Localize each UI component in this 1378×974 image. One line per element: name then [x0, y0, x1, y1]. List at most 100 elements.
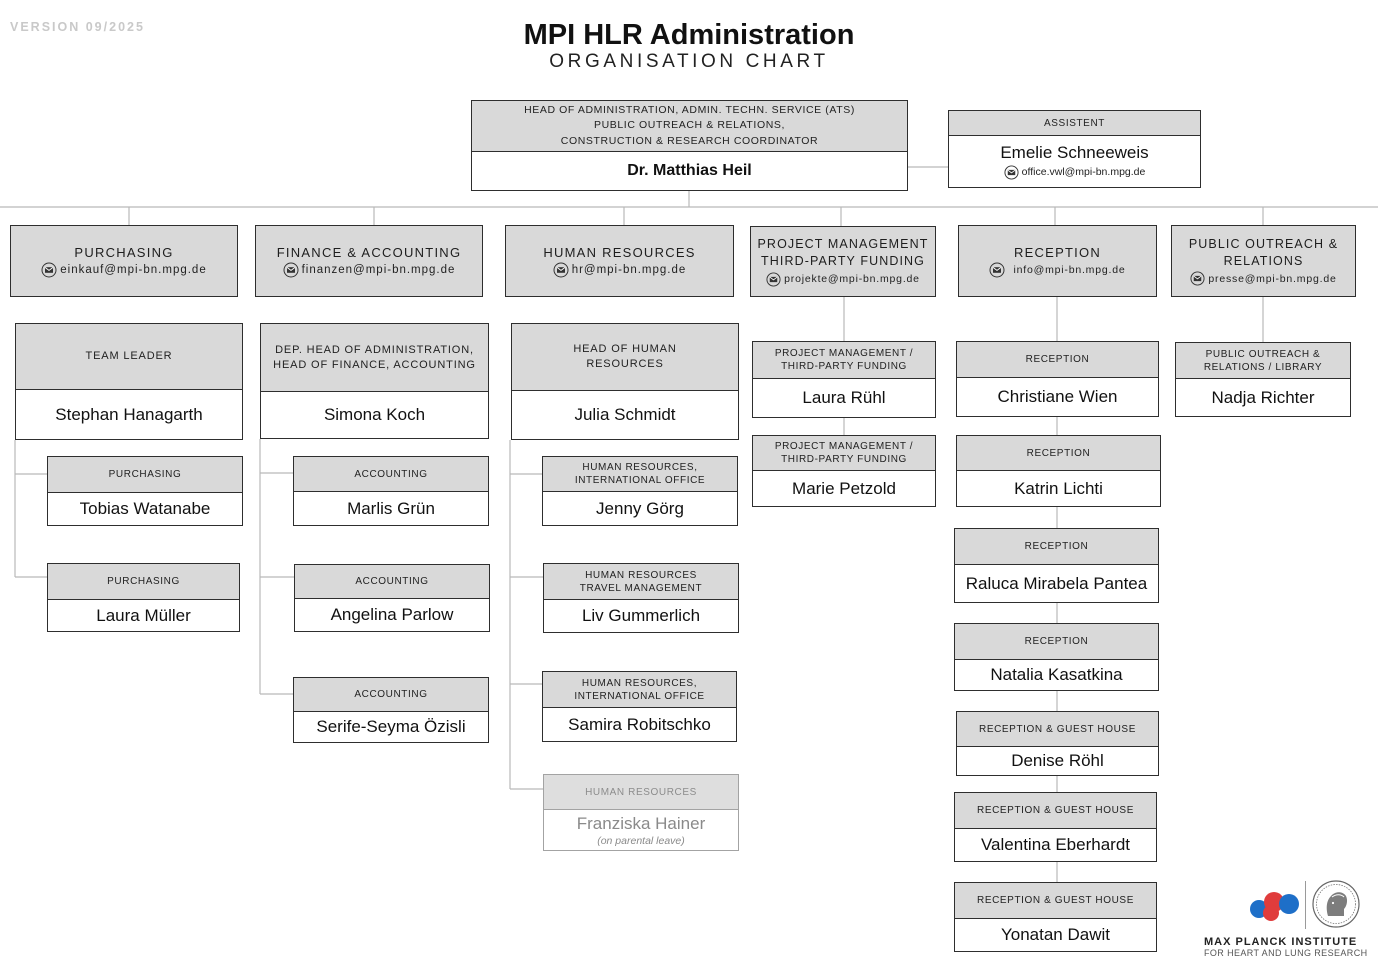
position-box: RECEPTION & GUEST HOUSE Denise Röhl — [956, 711, 1159, 776]
leave-note: (on parental leave) — [597, 834, 685, 847]
position-title-line: DEP. HEAD OF ADMINISTRATION, — [275, 343, 474, 356]
position-title: TEAM LEADER — [16, 324, 242, 390]
position-title-line: THIRD-PARTY FUNDING — [781, 454, 907, 465]
person-name: Natalia Kasatkina — [990, 665, 1123, 684]
person-name: Franziska Hainer — [576, 813, 706, 833]
position-title: RECEPTION — [955, 529, 1158, 565]
max-planck-logo-icon — [1250, 892, 1299, 921]
department-box-finance-accounting: FINANCE & ACCOUNTING finanzen@mpi-bn.mpg… — [255, 225, 483, 297]
position-title: PURCHASING — [48, 564, 239, 600]
position-title-line: PURCHASING — [108, 469, 182, 480]
person-name: Yonatan Dawit — [1000, 925, 1110, 944]
email-row: hr@mpi-bn.mpg.de — [553, 262, 687, 278]
position-title: DEP. HEAD OF ADMINISTRATION, HEAD OF FIN… — [261, 324, 488, 392]
position-title-line: RESOURCES — [586, 358, 664, 370]
position-title-line: PROJECT MANAGEMENT / — [774, 348, 914, 359]
person-name: Marie Petzold — [792, 478, 896, 498]
position-title-line: RECEPTION — [1026, 447, 1091, 459]
person-name: Stephan Hanagarth — [55, 404, 203, 424]
position-box: TEAM LEADER Stephan Hanagarth — [15, 323, 243, 440]
institute-name-line: MAX PLANCK INSTITUTE — [1204, 936, 1358, 948]
institute-name: MAX PLANCK INSTITUTE FOR HEART AND LUNG … — [1204, 936, 1368, 959]
position-title-line: PUBLIC OUTREACH & RELATIONS, — [593, 119, 786, 132]
email-address: projekte@mpi-bn.mpg.de — [784, 273, 920, 285]
email-row: office.vwl@mpi-bn.mpg.de — [1004, 164, 1146, 180]
department-title: PURCHASING — [74, 245, 174, 260]
page-subtitle: ORGANISATION CHART — [549, 51, 829, 72]
position-box: RECEPTION Raluca Mirabela Pantea — [954, 528, 1159, 603]
email-row: finanzen@mpi-bn.mpg.de — [283, 262, 456, 278]
position-title-line: ASSISTENT — [1044, 117, 1105, 129]
position-title-line: HEAD OF HUMAN — [573, 343, 677, 355]
email-address: finanzen@mpi-bn.mpg.de — [301, 264, 456, 276]
position-box: PURCHASING Tobias Watanabe — [47, 456, 243, 526]
department-box-project-management: PROJECT MANAGEMENT THIRD-PARTY FUNDING p… — [750, 226, 936, 297]
position-title: PUBLIC OUTREACH & RELATIONS / LIBRARY — [1176, 343, 1350, 379]
person-name: Jenny Görg — [596, 498, 684, 518]
person-name: Marlis Grün — [347, 498, 435, 518]
department-title: PUBLIC OUTREACH & — [1188, 236, 1339, 251]
logo-divider — [1305, 881, 1306, 929]
email-row: projekte@mpi-bn.mpg.de — [766, 271, 920, 287]
position-box: ACCOUNTING Serife-Seyma Özisli — [293, 677, 489, 743]
envelope-icon — [989, 262, 1005, 278]
person-name: Tobias Watanabe — [79, 499, 211, 518]
position-title: PURCHASING — [48, 457, 242, 493]
head-of-administration-box: HEAD OF ADMINISTRATION, ADMIN. TECHN. SE… — [471, 100, 908, 191]
position-title: RECEPTION — [957, 436, 1160, 471]
position-title-line: HUMAN RESOURCES, — [581, 677, 698, 689]
position-box: RECEPTION Natalia Kasatkina — [954, 623, 1159, 691]
position-title-line: RELATIONS / LIBRARY — [1203, 361, 1323, 373]
position-title-line: CONSTRUCTION & RESEARCH COORDINATOR — [560, 134, 819, 147]
person-name: Julia Schmidt — [574, 405, 676, 424]
position-title-line: ACCOUNTING — [354, 468, 428, 480]
envelope-icon — [1190, 271, 1205, 286]
department-box-purchasing: PURCHASING einkauf@mpi-bn.mpg.de — [10, 225, 238, 297]
position-box: DEP. HEAD OF ADMINISTRATION, HEAD OF FIN… — [260, 323, 489, 439]
email-row: einkauf@mpi-bn.mpg.de — [41, 262, 206, 278]
position-title-line: RECEPTION & GUEST HOUSE — [979, 723, 1136, 735]
position-title: ASSISTENT — [949, 111, 1200, 136]
position-title-line: ACCOUNTING — [354, 689, 428, 700]
version-label: VERSION 09/2025 — [10, 20, 145, 34]
position-title-line: TEAM LEADER — [85, 350, 173, 362]
position-title: HUMAN RESOURCES — [544, 775, 738, 810]
position-title-line: RECEPTION & GUEST HOUSE — [977, 895, 1134, 906]
position-title: RECEPTION — [955, 624, 1158, 660]
position-title: RECEPTION — [957, 342, 1158, 378]
envelope-icon — [283, 262, 299, 278]
envelope-icon — [553, 262, 569, 278]
position-title: HUMAN RESOURCES TRAVEL MANAGEMENT — [544, 564, 738, 600]
position-title: RECEPTION & GUEST HOUSE — [955, 793, 1156, 829]
position-box: RECEPTION & GUEST HOUSE Valentina Eberha… — [954, 792, 1157, 862]
position-title: RECEPTION & GUEST HOUSE — [955, 883, 1156, 919]
email-address: presse@mpi-bn.mpg.de — [1208, 272, 1337, 285]
person-name: Liv Gummerlich — [581, 606, 701, 625]
email-row: info@mpi-bn.mpg.de — [989, 262, 1125, 278]
position-box: HEAD OF HUMAN RESOURCES Julia Schmidt — [511, 323, 739, 440]
person-name: Laura Müller — [96, 605, 191, 625]
position-title-line: THIRD-PARTY FUNDING — [781, 361, 907, 372]
position-title-line: RECEPTION — [1024, 636, 1089, 647]
person-name: Valentina Eberhardt — [980, 835, 1130, 854]
institute-subtitle: FOR HEART AND LUNG RESEARCH — [1204, 948, 1368, 958]
department-title: HUMAN RESOURCES — [543, 245, 696, 260]
position-box: RECEPTION Christiane Wien — [956, 341, 1159, 417]
position-title-line: RECEPTION — [1024, 541, 1089, 552]
position-box: PUBLIC OUTREACH & RELATIONS / LIBRARY Na… — [1175, 342, 1351, 417]
position-box: PROJECT MANAGEMENT / THIRD-PARTY FUNDING… — [752, 341, 936, 418]
position-title-line: HUMAN RESOURCES, — [582, 462, 698, 473]
position-title: ACCOUNTING — [295, 565, 489, 599]
position-title-line: PROJECT MANAGEMENT / — [774, 441, 914, 452]
position-box: PROJECT MANAGEMENT / THIRD-PARTY FUNDING… — [752, 435, 936, 507]
position-title-line: TRAVEL MANAGEMENT — [579, 582, 703, 594]
position-box: RECEPTION & GUEST HOUSE Yonatan Dawit — [954, 882, 1157, 952]
position-title: PROJECT MANAGEMENT / THIRD-PARTY FUNDING — [753, 436, 935, 471]
position-title: ACCOUNTING — [294, 457, 488, 492]
position-title-line: HUMAN RESOURCES — [585, 786, 697, 798]
email-address: office.vwl@mpi-bn.mpg.de — [1021, 166, 1146, 178]
position-title: HUMAN RESOURCES, INTERNATIONAL OFFICE — [543, 672, 736, 708]
person-name: Christiane Wien — [997, 387, 1118, 406]
person-name: Denise Röhl — [1011, 751, 1104, 770]
